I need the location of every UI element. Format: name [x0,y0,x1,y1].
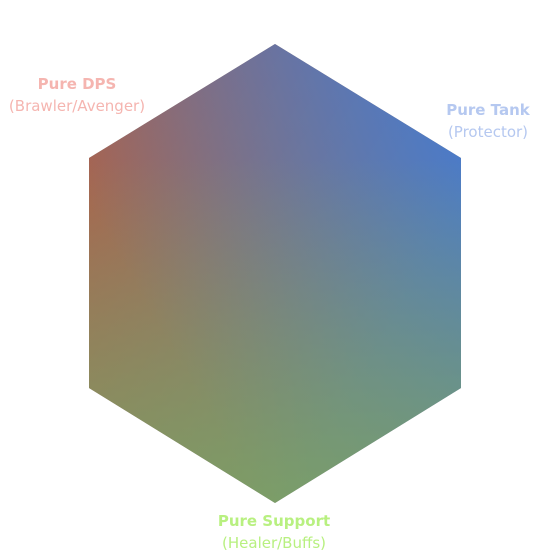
corner-title-dps: Pure DPS [37,75,117,93]
corner-subtitle-support: (Healer/Buffs) [222,534,326,550]
hexagon-support-gradient [89,44,461,503]
corner-title-tank: Pure Tank [446,101,530,119]
corner-label-tank: Pure Tank (Protector) [446,99,530,143]
corner-subtitle-dps: (Brawler/Avenger) [8,97,146,115]
corner-title-support: Pure Support [217,512,331,530]
corner-label-dps: Pure DPS (Brawler/Avenger) [7,73,147,117]
corner-subtitle-tank: (Protector) [447,123,529,141]
corner-label-support: Pure Support (Healer/Buffs) [205,510,343,550]
